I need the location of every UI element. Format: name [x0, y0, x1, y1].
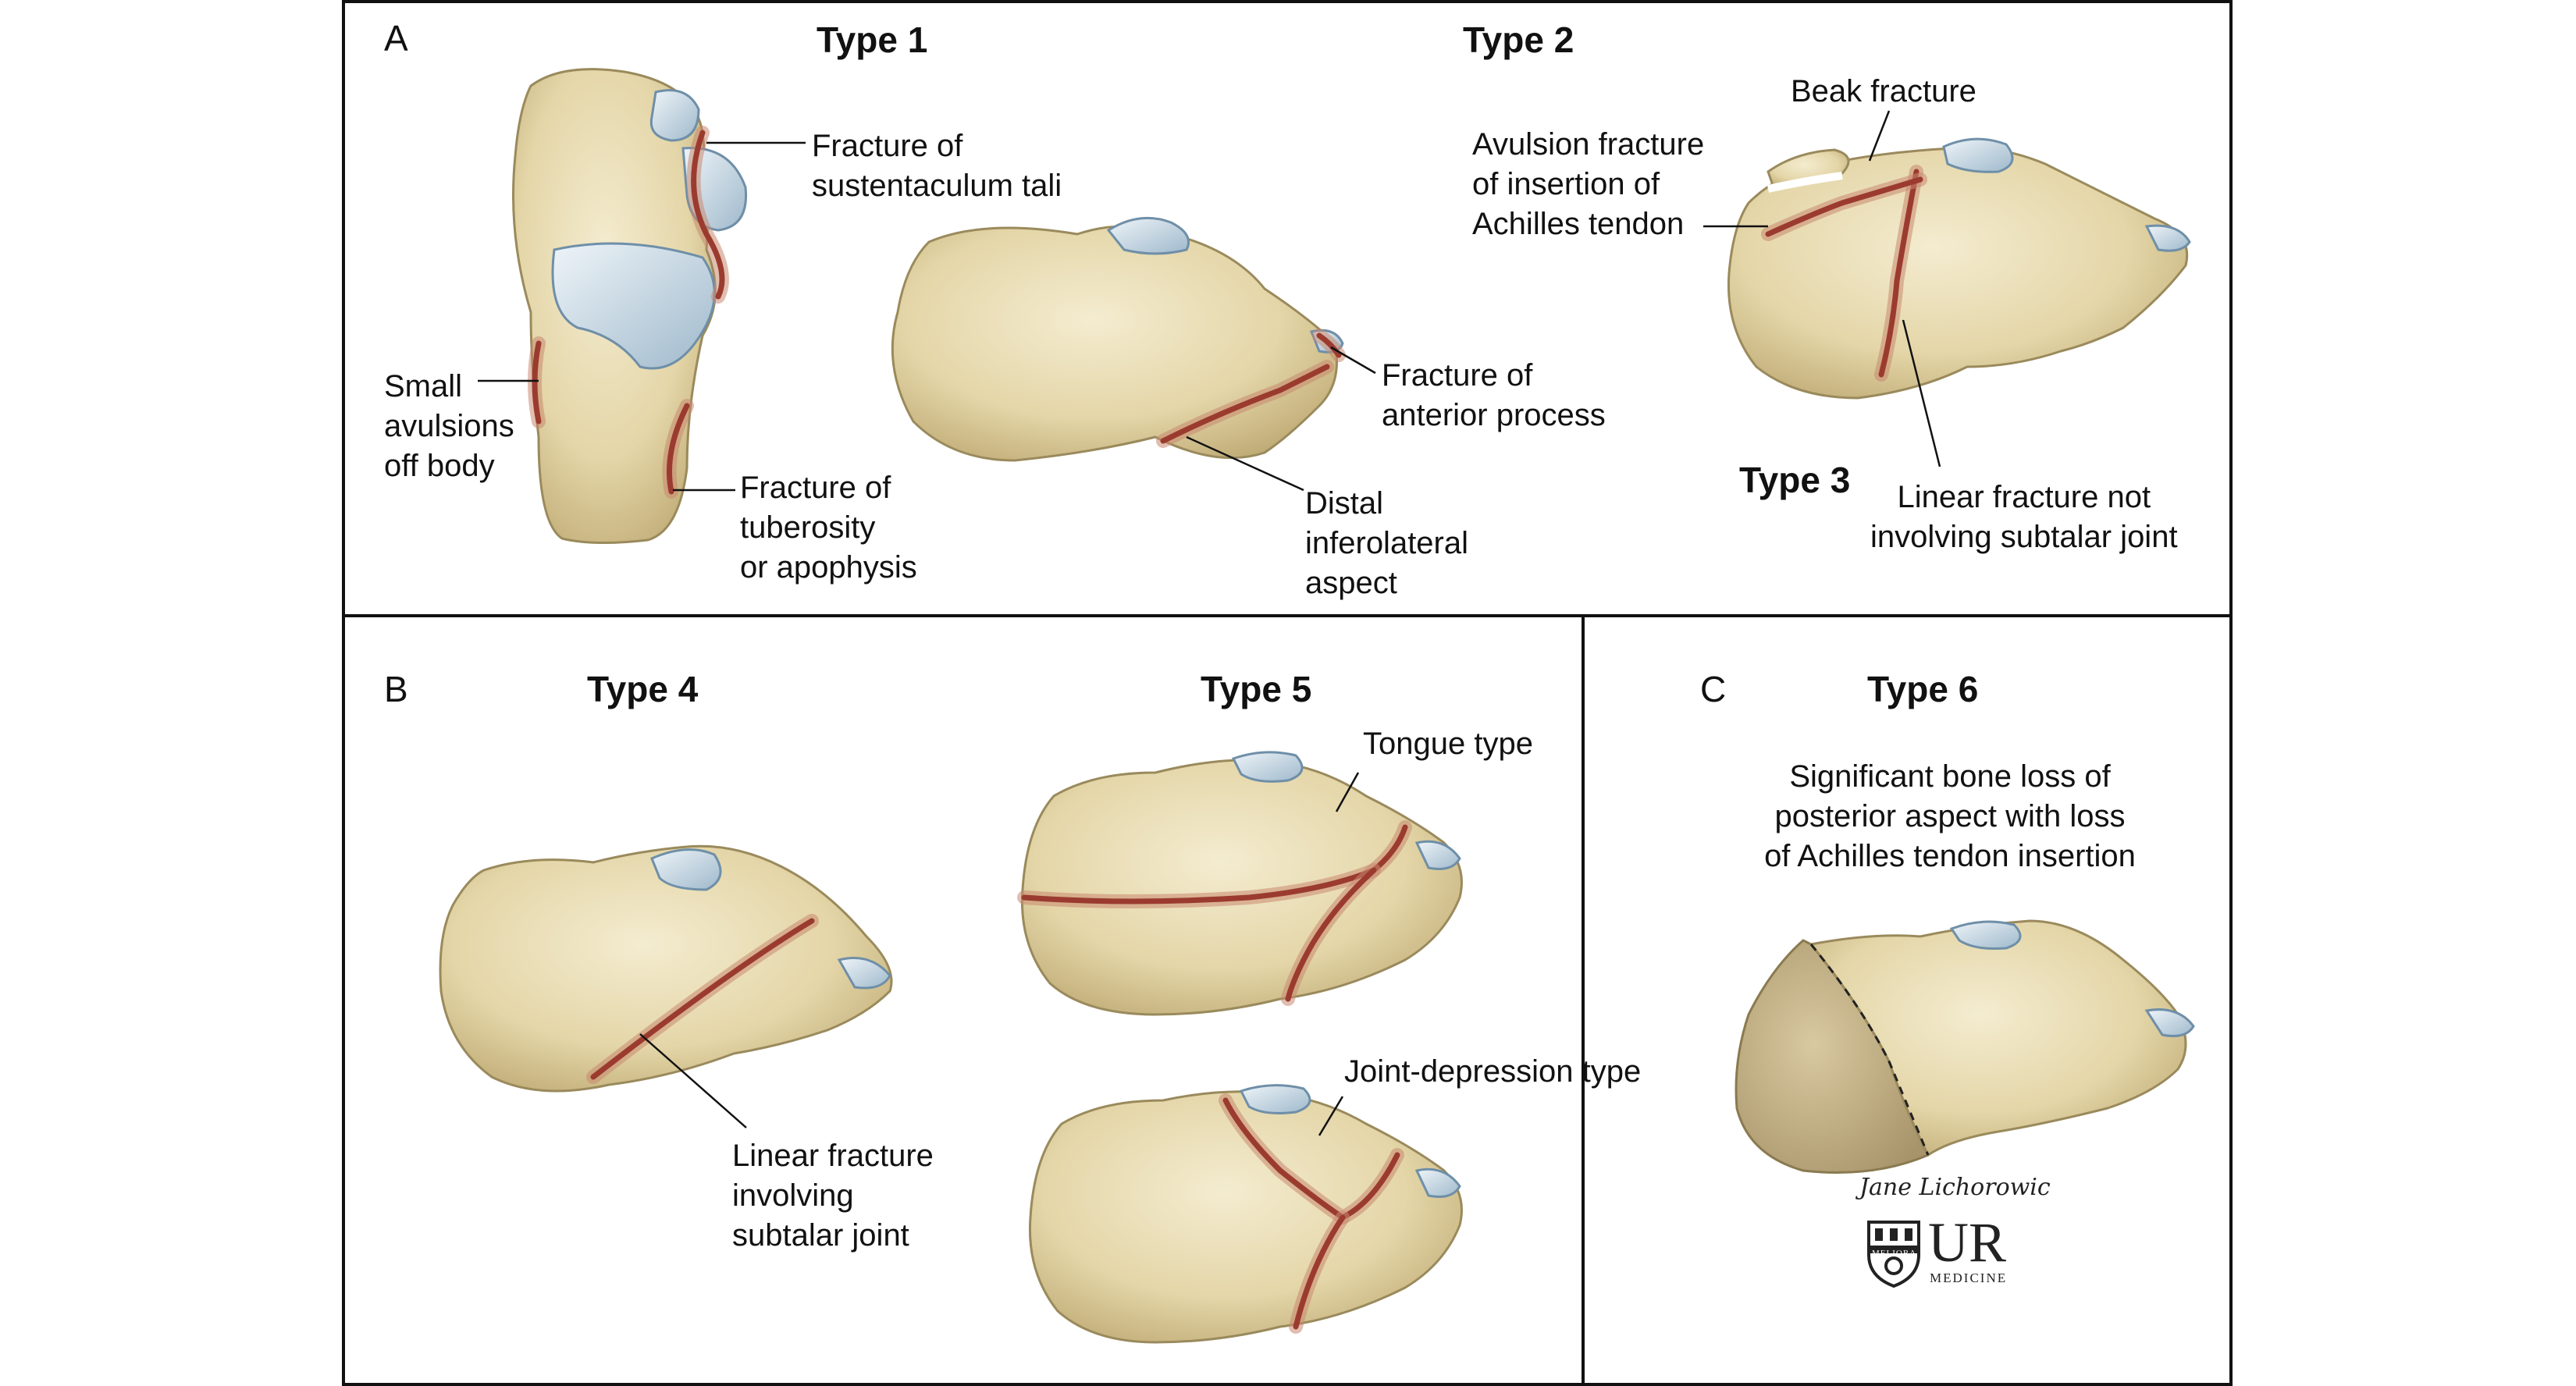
panel-b-letter: B — [384, 669, 408, 709]
type5-title: Type 5 — [1201, 669, 1312, 709]
logo-main-text: UR — [1928, 1211, 2007, 1274]
label-tuberosity: Fracture of tuberosity or apophysis — [740, 471, 917, 585]
label-joint-depression-type: Joint-depression type — [1344, 1054, 1642, 1089]
crest-icon — [1867, 1221, 1920, 1288]
type5-joint-depression-calcaneus — [1028, 1084, 1463, 1344]
type5-tongue-calcaneus — [1017, 751, 1463, 1016]
label-beak-fracture: Beak fracture — [1791, 74, 1976, 108]
type1-superior-calcaneus — [512, 68, 748, 545]
ur-medicine-logo: MELIORA UR MEDICINE — [1864, 1214, 2020, 1292]
label-tongue-type: Tongue type — [1363, 727, 1533, 761]
label-anterior-process: Fracture of anterior process — [1382, 358, 1606, 432]
type6-calcaneus — [1735, 919, 2195, 1174]
label-distal-inferolateral: Distal inferolateral aspect — [1305, 486, 1469, 600]
logo-crest-text: MELIORA — [1872, 1249, 1917, 1258]
type4-title: Type 4 — [587, 669, 699, 709]
type2-title: Type 2 — [1463, 20, 1574, 60]
label-small-avulsions: Small avulsions off body — [384, 369, 514, 483]
logo-sub-text: MEDICINE — [1930, 1270, 2008, 1285]
label-avulsion-achilles: Avulsion fracture of insertion of Achill… — [1472, 127, 1705, 241]
type3-title: Type 3 — [1739, 460, 1851, 500]
label-bone-loss: Significant bone loss of posterior aspec… — [1764, 759, 2136, 873]
leader-lines — [478, 110, 1941, 1136]
label-sustentaculum: Fracture of sustentaculum tali — [812, 129, 1062, 203]
panel-c-letter: C — [1700, 669, 1727, 709]
type2-3-calcaneus — [1727, 137, 2191, 400]
type1-title: Type 1 — [817, 20, 928, 60]
label-linear-not-involving: Linear fracture not involving subtalar j… — [1870, 480, 2178, 554]
artist-signature: Jane Lichorowic — [1859, 1174, 2051, 1201]
type6-title: Type 6 — [1867, 669, 1979, 709]
type4-calcaneus — [439, 844, 893, 1093]
panel-c-frame — [1582, 614, 2233, 1386]
type1-lateral-calcaneus — [891, 216, 1346, 462]
panel-a-letter: A — [384, 18, 408, 59]
label-linear-involving: Linear fracture involving subtalar joint — [732, 1139, 934, 1253]
